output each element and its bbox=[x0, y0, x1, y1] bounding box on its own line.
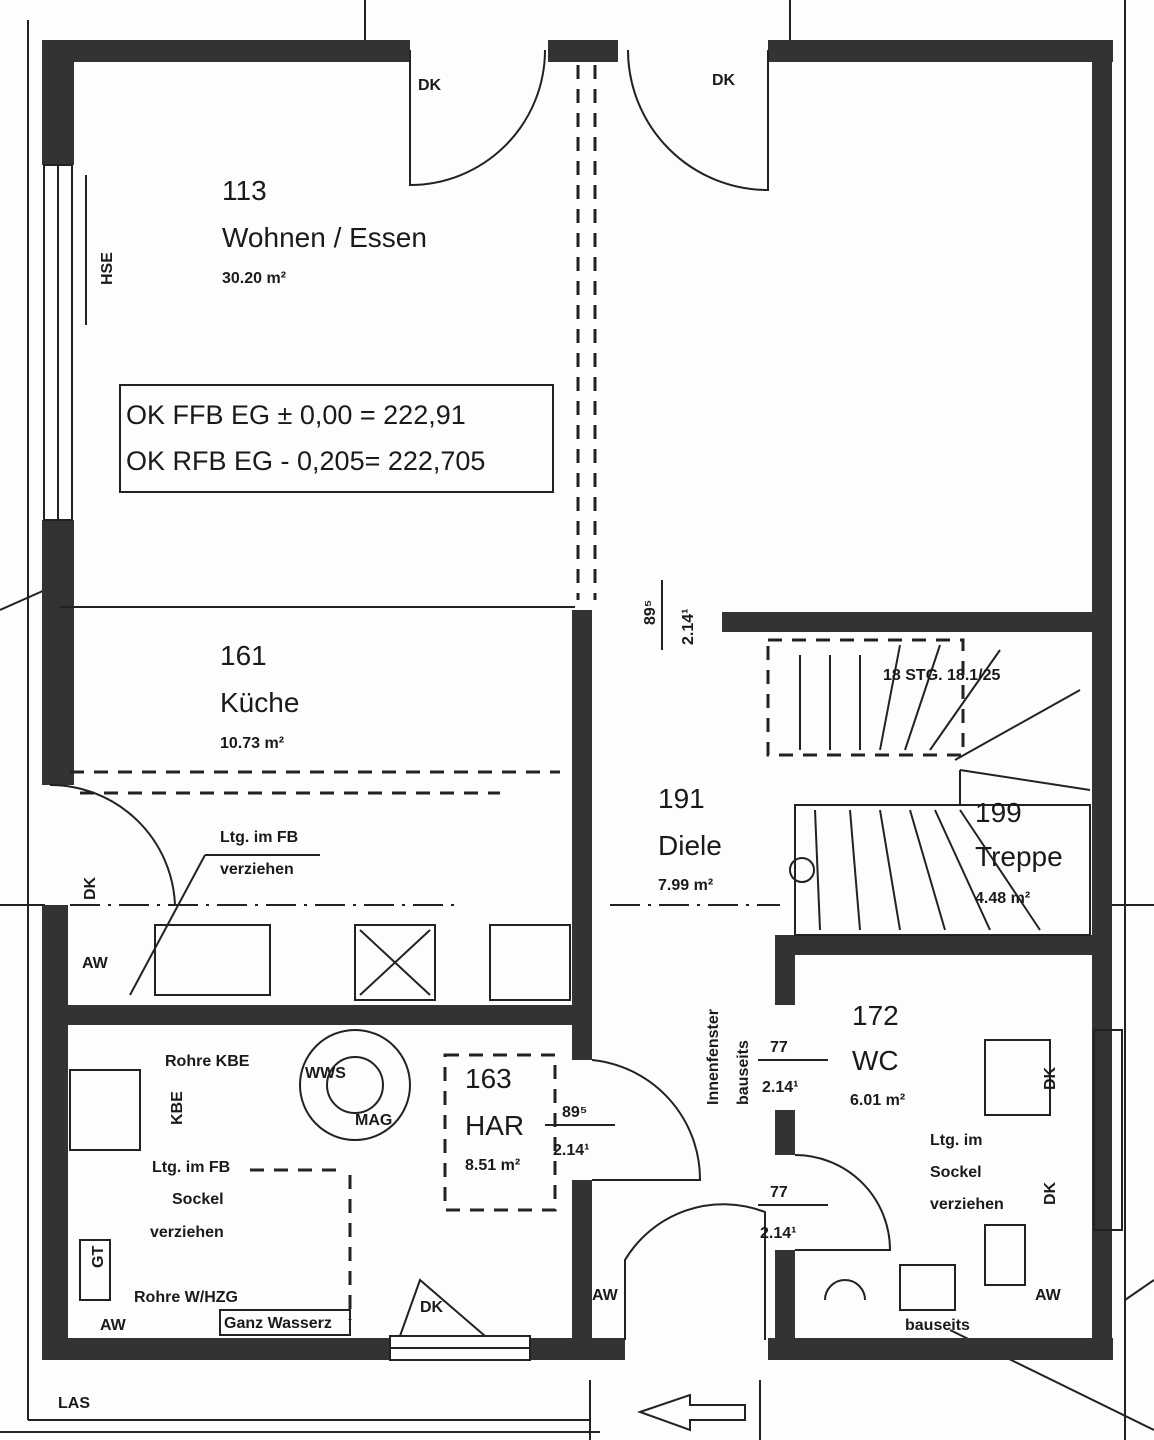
room-name: HAR bbox=[465, 1110, 524, 1141]
door-label: DK bbox=[1042, 1181, 1059, 1205]
room-area: 4.48 m² bbox=[975, 890, 1030, 907]
room-number: 163 bbox=[465, 1063, 512, 1094]
note: verziehen bbox=[930, 1196, 1004, 1213]
las-label: LAS bbox=[58, 1395, 90, 1412]
note: Rohre W/HZG bbox=[134, 1289, 238, 1306]
room-163: 163 HAR 8.51 m² bbox=[465, 1063, 524, 1174]
gt-label: GT bbox=[90, 1246, 107, 1268]
level-line-1: OK FFB EG ± 0,00 = 222,91 bbox=[126, 400, 466, 430]
note: Rohre KBE bbox=[165, 1053, 250, 1070]
room-area: 7.99 m² bbox=[658, 877, 713, 894]
room-172: 172 WC 6.01 m² bbox=[850, 1000, 905, 1109]
stair-label: 18 STG. 18.1/25 bbox=[883, 667, 1001, 684]
room-number: 161 bbox=[220, 640, 267, 671]
note: bauseits bbox=[905, 1317, 970, 1334]
room-113: 113 Wohnen / Essen 30.20 m² bbox=[222, 175, 427, 287]
dim-height: 2.14¹ bbox=[762, 1079, 798, 1096]
hse-label: HSE bbox=[99, 252, 116, 285]
room-area: 6.01 m² bbox=[850, 1092, 905, 1109]
room-area: 30.20 m² bbox=[222, 270, 286, 287]
door-label: DK bbox=[1042, 1066, 1059, 1090]
dashed-lines bbox=[70, 65, 965, 1320]
door-label: DK bbox=[418, 77, 442, 94]
dim-width: 77 bbox=[770, 1039, 788, 1056]
level-line-2: OK RFB EG - 0,205= 222,705 bbox=[126, 446, 485, 476]
room-name: Diele bbox=[658, 830, 722, 861]
dim-width: 89⁵ bbox=[642, 600, 659, 625]
room-number: 191 bbox=[658, 783, 705, 814]
dimensions: 89⁵ 2.14¹ 89⁵ 2.14¹ 77 2.14¹ 77 2.14¹ bbox=[545, 580, 828, 1242]
room-name: WC bbox=[852, 1045, 899, 1076]
room-161: 161 Küche 10.73 m² bbox=[220, 640, 299, 752]
note: Innenfenster bbox=[705, 1009, 722, 1105]
aw-label: AW bbox=[592, 1287, 619, 1304]
note: Ganz Wasserz bbox=[224, 1315, 332, 1332]
fixtures bbox=[69, 854, 1051, 1336]
room-191: 191 Diele 7.99 m² bbox=[658, 783, 722, 894]
entrance-arrow-icon bbox=[636, 1393, 746, 1432]
kbe-label: KBE bbox=[169, 1091, 186, 1125]
dim-height: 2.14¹ bbox=[760, 1225, 796, 1242]
room-name: Küche bbox=[220, 687, 299, 718]
dim-width: 77 bbox=[770, 1184, 788, 1201]
aw-label: AW bbox=[1035, 1287, 1062, 1304]
stair bbox=[789, 644, 1091, 936]
note: verziehen bbox=[220, 861, 294, 878]
note: Ltg. im FB bbox=[152, 1159, 230, 1176]
note: Ltg. im bbox=[930, 1132, 982, 1149]
aw-label: AW bbox=[82, 955, 109, 972]
aw-label: AW bbox=[100, 1317, 127, 1334]
windows bbox=[43, 164, 1123, 1361]
room-name: Treppe bbox=[975, 841, 1063, 872]
door-label: DK bbox=[82, 876, 99, 900]
dim-height: 2.14¹ bbox=[680, 609, 697, 645]
level-box: OK FFB EG ± 0,00 = 222,91 OK RFB EG - 0,… bbox=[119, 384, 554, 493]
room-199: 199 Treppe 4.48 m² bbox=[975, 797, 1063, 907]
dim-width: 89⁵ bbox=[562, 1104, 587, 1121]
room-area: 8.51 m² bbox=[465, 1157, 520, 1174]
annotations: DK DK DK DK DK DK HSE AW AW AW AW KBE WW… bbox=[58, 72, 1062, 1412]
doors bbox=[49, 49, 892, 1340]
dim-height: 2.14¹ bbox=[553, 1142, 589, 1159]
mag-label: MAG bbox=[355, 1112, 392, 1129]
note: Sockel bbox=[930, 1164, 982, 1181]
note: Ltg. im FB bbox=[220, 829, 298, 846]
note: Sockel bbox=[172, 1191, 224, 1208]
door-label: DK bbox=[420, 1299, 444, 1316]
note: bauseits bbox=[735, 1040, 752, 1105]
wws-label: WWS bbox=[305, 1065, 346, 1082]
room-number: 172 bbox=[852, 1000, 899, 1031]
room-name: Wohnen / Essen bbox=[222, 222, 427, 253]
room-number: 199 bbox=[975, 797, 1022, 828]
door-label: DK bbox=[712, 72, 736, 89]
room-number: 113 bbox=[222, 175, 267, 206]
note: verziehen bbox=[150, 1224, 224, 1241]
walls bbox=[42, 40, 1113, 1360]
room-area: 10.73 m² bbox=[220, 735, 284, 752]
